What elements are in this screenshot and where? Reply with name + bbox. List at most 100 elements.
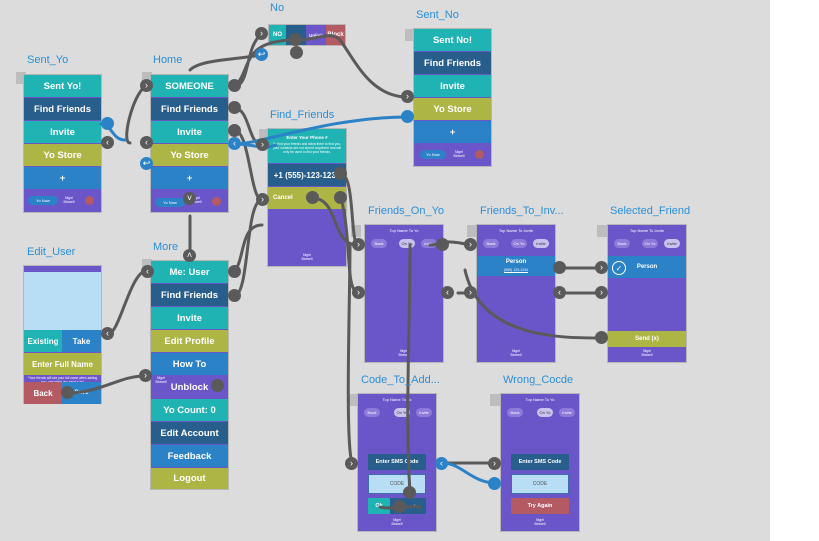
back-chip[interactable]: Back	[507, 408, 523, 417]
screen-sent-yo[interactable]: Sent Yo! Find Friends Invite Yo Store + …	[24, 75, 101, 212]
screen-edit-user[interactable]: Existing Take Enter Full Name *Your frie…	[24, 266, 101, 404]
yo-now-chip[interactable]: Yo Now	[420, 150, 446, 159]
invite-chip[interactable]: Invite	[416, 408, 432, 417]
chevron-right-icon[interactable]: ›	[464, 238, 477, 251]
wire-handle[interactable]	[553, 261, 566, 274]
send-button[interactable]: Send (x)	[608, 331, 686, 347]
screen-selected-friend[interactable]: Top Name To Invite Back On Yo Invite Per…	[608, 225, 686, 362]
person-row[interactable]: Person	[608, 256, 686, 278]
profile-photo-area[interactable]	[24, 272, 101, 330]
screen-label-selected-friend[interactable]: Selected_Friend	[610, 205, 691, 217]
chevron-right-icon[interactable]: ›	[488, 457, 501, 470]
no-button[interactable]: NO	[269, 25, 286, 45]
wire-handle[interactable]	[306, 191, 319, 204]
chevron-left-icon[interactable]: ‹	[101, 136, 114, 149]
yo-now-chip[interactable]: Yo Now	[28, 196, 58, 205]
screen-label-sent-yo[interactable]: Sent_Yo	[27, 54, 69, 66]
wire-handle[interactable]	[401, 110, 414, 123]
wire-handle[interactable]	[228, 101, 241, 114]
screen-friends-on-yo[interactable]: Top Name To Yo Back On Yo Invite Nigel B…	[365, 225, 443, 362]
on-yo-chip[interactable]: On Yo	[399, 239, 415, 248]
wire-handle[interactable]	[228, 265, 241, 278]
wire-handle[interactable]	[228, 289, 241, 302]
screen-label-no[interactable]: No	[270, 2, 285, 14]
find-friends-button[interactable]: Find Friends	[24, 98, 101, 120]
chevron-left-icon[interactable]: ‹	[140, 136, 153, 149]
chevron-right-icon[interactable]: ›	[140, 79, 153, 92]
chevron-right-icon[interactable]: ›	[255, 27, 268, 40]
invite-button[interactable]: Invite	[151, 121, 228, 143]
chevron-left-icon[interactable]: ‹	[435, 457, 448, 470]
gear-icon[interactable]	[475, 150, 484, 159]
screen-label-wrong-code[interactable]: Wrong_Cocde	[503, 374, 574, 386]
gear-icon[interactable]	[85, 196, 94, 205]
find-friends-button[interactable]: Find Friends	[151, 284, 228, 306]
on-yo-chip[interactable]: On Yo	[537, 408, 553, 417]
edit-profile-button[interactable]: Edit Profile	[151, 330, 228, 352]
chevron-right-icon[interactable]: ›	[352, 238, 365, 251]
find-friends-button[interactable]: Find Friends	[414, 52, 491, 74]
screen-more[interactable]: Me: User Find Friends Invite Edit Profil…	[151, 261, 228, 489]
invite-button[interactable]: Invite	[151, 307, 228, 329]
unblock-button[interactable]: Unblock	[151, 376, 228, 398]
screen-wrong-code[interactable]: Top Name To Yo Back On Yo Invite Enter S…	[501, 394, 579, 531]
invite-chip[interactable]: Invite	[533, 239, 549, 248]
gear-icon[interactable]	[212, 197, 221, 206]
yo-store-button[interactable]: Yo Store	[414, 98, 491, 120]
feedback-button[interactable]: Feedback	[151, 445, 228, 467]
full-name-input[interactable]: Enter Full Name	[24, 353, 101, 375]
screen-label-more[interactable]: More	[153, 241, 179, 253]
sent-yo-title-button[interactable]: Sent Yo!	[24, 75, 101, 97]
screen-label-edit-user[interactable]: Edit_User	[27, 246, 76, 258]
someone-button[interactable]: SOMEONE	[151, 75, 228, 97]
chevron-right-icon[interactable]: ›	[139, 369, 152, 382]
chevron-right-icon[interactable]: ›	[595, 261, 608, 274]
back-button[interactable]: Back	[24, 382, 62, 404]
chevron-left-icon[interactable]: ‹	[101, 327, 114, 340]
invite-button[interactable]: Invite	[414, 75, 491, 97]
chevron-up-icon[interactable]: ˄	[183, 249, 196, 262]
phone-input[interactable]: +1 (555)-123-1234	[268, 164, 346, 186]
wire-handle[interactable]	[290, 46, 303, 59]
chevron-right-icon[interactable]: ›	[352, 286, 365, 299]
edit-account-button[interactable]: Edit Account	[151, 422, 228, 444]
how-to-button[interactable]: How To	[151, 353, 228, 375]
wire-handle[interactable]	[334, 191, 347, 204]
on-yo-chip[interactable]: On Yo	[511, 239, 527, 248]
wire-handle[interactable]	[228, 79, 241, 92]
return-arrow-icon[interactable]: ↩	[140, 157, 153, 170]
sent-no-title-button[interactable]: Sent No!	[414, 29, 491, 51]
chevron-left-icon[interactable]: ‹	[553, 286, 566, 299]
try-again-button[interactable]: Try Again	[511, 498, 569, 514]
take-photo-button[interactable]: Take	[62, 330, 101, 352]
chevron-left-icon[interactable]: ‹	[441, 286, 454, 299]
chevron-left-icon[interactable]: ‹	[228, 137, 241, 150]
logout-button[interactable]: Logout	[151, 468, 228, 489]
back-chip[interactable]: Back	[364, 408, 380, 417]
yo-store-button[interactable]: Yo Store	[151, 144, 228, 166]
invite-button[interactable]: Invite	[24, 121, 101, 143]
screen-label-find-friends[interactable]: Find_Friends	[270, 109, 335, 121]
wire-handle[interactable]	[436, 238, 449, 251]
screen-friends-to-invite[interactable]: Top Name To Invite Back On Yo Invite Per…	[477, 225, 555, 362]
find-friends-button[interactable]: Find Friends	[151, 98, 228, 120]
check-icon[interactable]: ✓	[612, 261, 626, 275]
invite-chip[interactable]: Invite	[559, 408, 575, 417]
screen-label-friends-on-yo[interactable]: Friends_On_Yo	[368, 205, 445, 217]
screen-sent-no[interactable]: Sent No! Find Friends Invite Yo Store + …	[414, 29, 491, 166]
chevron-right-icon[interactable]: ›	[345, 457, 358, 470]
wire-handle[interactable]	[211, 379, 224, 392]
back-chip[interactable]: Back	[614, 239, 630, 248]
me-user-button[interactable]: Me: User	[151, 261, 228, 283]
screen-label-code-to-add[interactable]: Code_To_Add...	[361, 374, 440, 386]
existing-photo-button[interactable]: Existing	[24, 330, 62, 352]
add-button[interactable]: +	[151, 167, 228, 189]
person-row[interactable]: Person	[477, 256, 555, 276]
screen-home[interactable]: SOMEONE Find Friends Invite Yo Store + Y…	[151, 75, 228, 212]
on-yo-chip[interactable]: On Yo	[394, 408, 410, 417]
wire-handle[interactable]	[403, 486, 416, 499]
wire-handle[interactable]	[61, 386, 74, 399]
chevron-right-icon[interactable]: ›	[595, 286, 608, 299]
chevron-right-icon[interactable]: ›	[401, 90, 414, 103]
unlink-text[interactable]: Unlink	[306, 25, 326, 45]
